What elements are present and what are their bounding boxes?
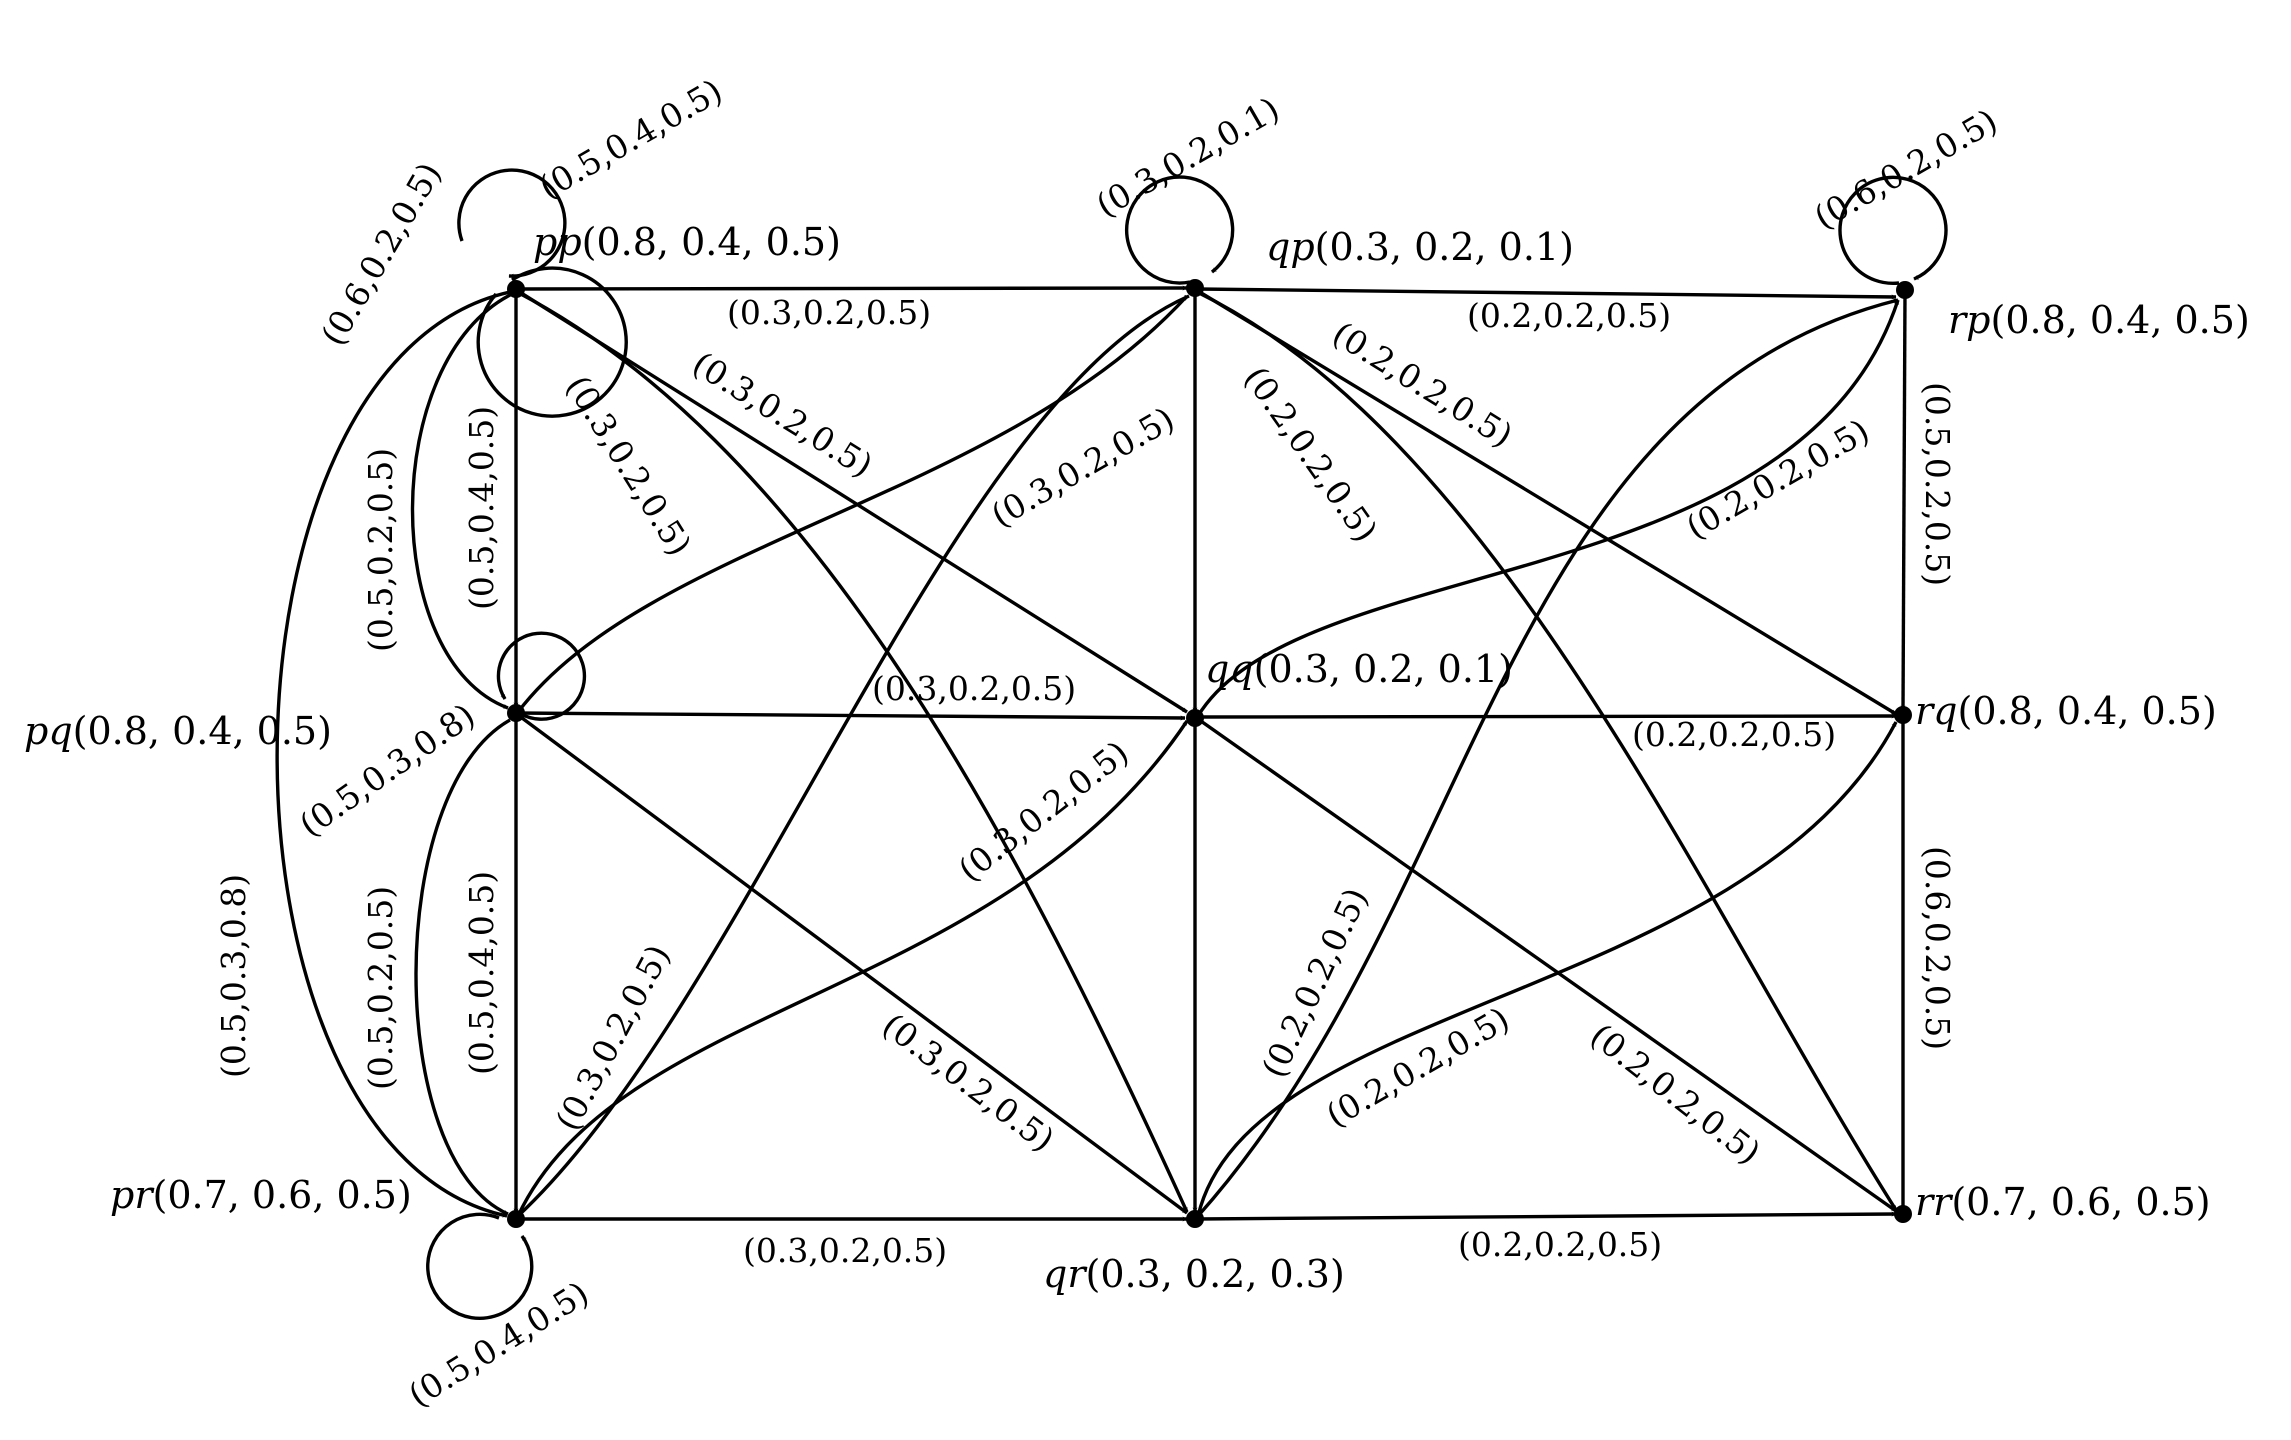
edge-qr-rr <box>1196 1211 1897 1221</box>
edge-qp-rp <box>1196 287 1897 300</box>
loop-pr <box>426 1212 534 1320</box>
loop-pq <box>496 631 587 721</box>
node-rp <box>1896 281 1914 299</box>
node-pr <box>507 1210 525 1228</box>
label-qp-loop: (0.3,0.2,0.1) <box>1090 89 1286 225</box>
loop-pp-small <box>457 168 567 279</box>
node-label-rq: rq(0.8, 0.4, 0.5) <box>1915 689 2217 733</box>
label-pp-qr: (0.3,0.2,0.5) <box>558 369 699 563</box>
node-label-qq: qq(0.3, 0.2, 0.1) <box>1205 647 1513 691</box>
label-qp-rp: (0.2,0.2,0.5) <box>1467 296 1671 335</box>
nodes <box>507 279 1914 1228</box>
edge-qr-rp <box>1196 298 1899 1218</box>
loop-qp <box>1125 175 1235 285</box>
label-qp-rr: (0.2,0.2,0.5) <box>1236 359 1385 549</box>
edge-qp-rq <box>1197 289 1897 716</box>
label-rp-loop: (0.6,0.2,0.5) <box>1808 101 2004 237</box>
left-curves <box>275 290 513 1218</box>
node-rq <box>1894 706 1912 724</box>
node-label-qr: qr(0.3, 0.2, 0.3) <box>1043 1252 1345 1296</box>
edge-pr-qq <box>516 720 1189 1217</box>
label-qr-rr: (0.2,0.2,0.5) <box>1458 1225 1662 1264</box>
edge-pp-pr-curve <box>275 290 511 1218</box>
label-pp-pq-straight: (0.5,0.4,0.5) <box>462 406 501 610</box>
label-pq-qr: (0.3,0.2,0.5) <box>875 1005 1062 1159</box>
edge-pq-qr <box>516 713 1189 1215</box>
node-label-rr: rr(0.7, 0.6, 0.5) <box>1915 1180 2211 1224</box>
node-label-qp: qp(0.3, 0.2, 0.1) <box>1266 225 1574 269</box>
label-pr-loop: (0.5,0.4,0.5) <box>402 1274 596 1415</box>
edge-qq-rq <box>1194 713 1897 719</box>
grid-edges <box>513 285 1907 1222</box>
label-pp-loop-a: (0.6,0.2,0.5) <box>313 156 449 352</box>
edge-pp-qp <box>514 285 1188 291</box>
label-rq-rr: (0.6,0.2,0.5) <box>1918 846 1957 1050</box>
label-pp-pr-curve: (0.5,0.3,0.8) <box>214 874 253 1078</box>
label-rp-rq: (0.5,0.2,0.5) <box>1918 382 1957 586</box>
edge-qq-rp <box>1196 299 1900 717</box>
edge-pq-pr-curve <box>414 718 511 1216</box>
node-label-pr: pr(0.7, 0.6, 0.5) <box>110 1173 412 1217</box>
edge-pp-qq <box>517 289 1188 714</box>
label-qq-rr: (0.2,0.2,0.5) <box>1583 1016 1768 1172</box>
label-pq-qq: (0.3,0.2,0.5) <box>872 669 1076 708</box>
label-pq-qp: (0.3,0.2,0.5) <box>985 399 1181 535</box>
node-rr <box>1894 1205 1912 1223</box>
loop-rp <box>1838 175 1948 286</box>
edge-pq-qp <box>516 294 1189 714</box>
edge-rp-rq <box>1900 292 1907 711</box>
node-label-pp: pp(0.8, 0.4, 0.5) <box>533 220 841 264</box>
edge-qp-rr <box>1196 290 1898 1211</box>
self-loops <box>426 168 1948 1320</box>
label-pq-pr-straight: (0.5,0.4,0.5) <box>462 871 501 1075</box>
label-qq-rq: (0.2,0.2,0.5) <box>1632 715 1836 754</box>
diagonal-edges <box>516 289 1900 1218</box>
edge-pp-pq-curve <box>410 292 513 710</box>
label-pq-pr-curve: (0.5,0.2,0.5) <box>361 886 400 1090</box>
label-qr-rq: (0.2,0.2,0.5) <box>1320 999 1516 1135</box>
label-pp-pq-curve: (0.5,0.2,0.5) <box>361 448 400 652</box>
edge-pr-qp <box>516 294 1190 1218</box>
node-labels: pp(0.8, 0.4, 0.5) qp(0.3, 0.2, 0.1) rp(0… <box>24 220 2250 1296</box>
edge-qr-rq <box>1196 721 1898 1217</box>
node-pq <box>507 704 525 722</box>
edge-qq-rr <box>1197 717 1897 1213</box>
node-qp <box>1186 279 1204 297</box>
node-qr <box>1186 1210 1204 1228</box>
node-label-pq: pq(0.8, 0.4, 0.5) <box>24 709 332 753</box>
label-pp-qp: (0.3,0.2,0.5) <box>727 293 931 332</box>
node-pp <box>507 280 525 298</box>
label-pr-qr: (0.3,0.2,0.5) <box>743 1231 947 1270</box>
node-qq <box>1186 709 1204 727</box>
loop-pp-large <box>476 266 628 418</box>
label-pp-loop-b: (0.5,0.4,0.5) <box>533 71 729 207</box>
node-label-rp: rp(0.8, 0.4, 0.5) <box>1948 298 2250 342</box>
label-qq-rp: (0.2,0.2,0.5) <box>1680 411 1876 547</box>
